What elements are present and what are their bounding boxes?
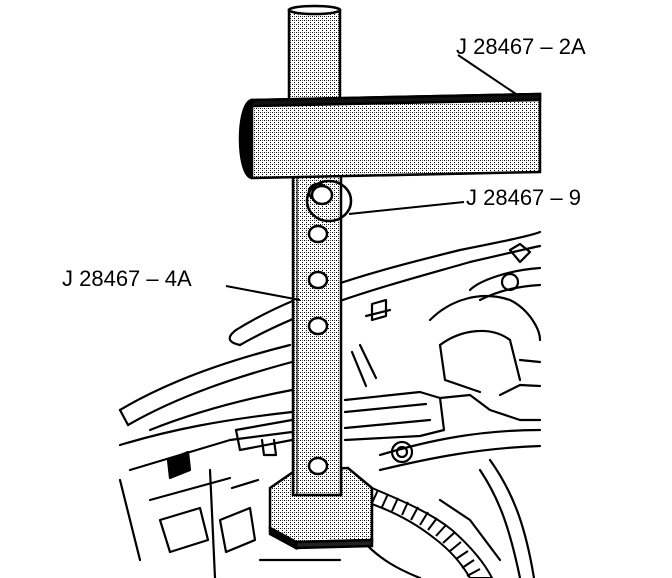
wiring-harness (364, 486, 494, 578)
support-bar (291, 168, 343, 497)
crossbar (238, 92, 542, 180)
callout-label-pin: J 28467 – 9 (466, 185, 581, 210)
engine-compartment-linework (118, 230, 542, 578)
leader-lines (225, 54, 517, 301)
locking-pin (305, 179, 353, 223)
upright-post (287, 4, 342, 102)
callout-label-crossbar: J 28467 – 2A (456, 34, 586, 59)
callout-label-bar: J 28467 – 4A (62, 266, 192, 291)
